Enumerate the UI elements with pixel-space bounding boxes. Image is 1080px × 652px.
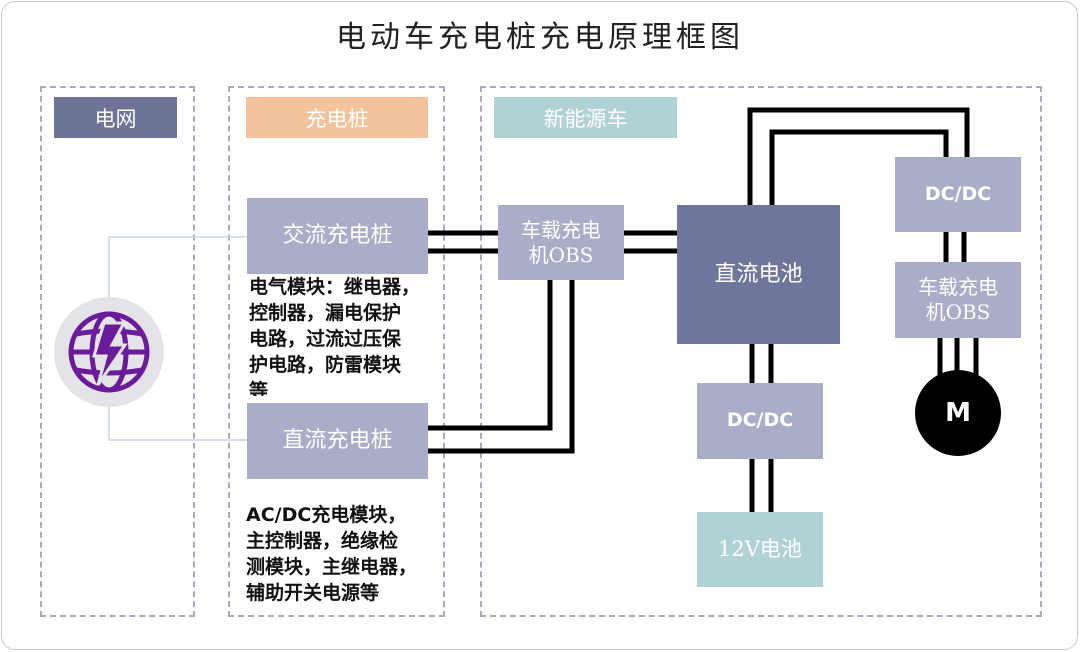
obs-right-line1: 车载充电: [918, 275, 998, 299]
dc-pile-to-obs-wires: [428, 280, 575, 454]
dc-note-line: AC/DC充电模块，: [246, 502, 451, 528]
header-grid: 电网: [54, 97, 177, 138]
dcdc-top-label: DC/DC: [924, 182, 992, 205]
dc-note-line: 测模块，主继电器，: [246, 556, 418, 578]
ac-note-line: 护电路，防雷模块: [249, 354, 402, 376]
obs-to-battery-wires: [624, 230, 677, 254]
dcdc-to-obs-right-wires: [943, 232, 967, 262]
dc-charging-pile-label: 直流充电桩: [282, 428, 393, 454]
ac-note-line: 控制器，漏电保护: [249, 302, 402, 324]
ac-note-line: 电气模块：继电器，: [249, 276, 421, 298]
dc-pile-description: AC/DC充电模块， 主控制器，绝缘检 测模块，主继电器， 辅助开关电源等: [246, 502, 451, 606]
dc-note-prefix: AC/DC: [246, 504, 312, 526]
ac-note-line: 电路，过流过压保: [249, 328, 402, 350]
header-vehicle: 新能源车: [494, 97, 677, 138]
globe-lightning-icon: [54, 297, 164, 407]
motor-label: M: [945, 397, 971, 428]
ac-to-obs-wires: [428, 230, 498, 254]
dcdc-mid-label: DC/DC: [726, 409, 794, 432]
dcdc-converter-top: DC/DC: [895, 157, 1021, 232]
dc-note-line: 主控制器，绝缘检: [246, 530, 399, 552]
motor-circle: [915, 370, 1001, 456]
battery-to-dcdc-top-wires: [747, 107, 970, 205]
dc-battery: 直流电池: [677, 205, 840, 344]
dcdc-to-12v-wires: [749, 459, 774, 512]
onboard-charger-left: 车载充电 机OBS: [498, 205, 624, 280]
diagram-title: 电动车充电桩充电原理框图: [336, 20, 744, 55]
header-charging-pile: 充电桩: [246, 97, 428, 138]
dc-battery-label: 直流电池: [714, 261, 803, 287]
obs-left-line2: 机OBS: [528, 242, 594, 267]
dcdc-converter-mid: DC/DC: [697, 383, 823, 459]
panel-grid: [40, 86, 195, 617]
obs-to-motor-wires: [937, 338, 979, 380]
grid-feed-lines: [108, 236, 247, 441]
panel-charging-pile: [228, 86, 445, 617]
battery-to-dcdc-mid-wires: [749, 344, 774, 383]
obs-left-line1: 车载充电: [521, 217, 601, 242]
dc-note-line: 辅助开关电源等: [246, 582, 380, 604]
dc-note-text: 充电模块，: [311, 504, 407, 526]
panel-vehicle: [480, 86, 1042, 617]
ac-charging-pile: 交流充电桩: [247, 198, 428, 274]
battery-12v: 12V电池: [697, 512, 823, 587]
ac-charging-pile-label: 交流充电桩: [282, 223, 393, 249]
obs-right-line2: 机OBS: [925, 300, 991, 324]
battery-12v-label: 12V电池: [718, 537, 802, 562]
ac-pile-description: 电气模块：继电器， 控制器，漏电保护 电路，过流过压保 护电路，防雷模块 等: [249, 274, 449, 396]
ac-note-line: 等: [249, 380, 269, 396]
motor: M: [915, 370, 1001, 456]
onboard-charger-right: 车载充电 机OBS: [895, 262, 1021, 338]
dc-charging-pile: 直流充电桩: [247, 403, 428, 479]
